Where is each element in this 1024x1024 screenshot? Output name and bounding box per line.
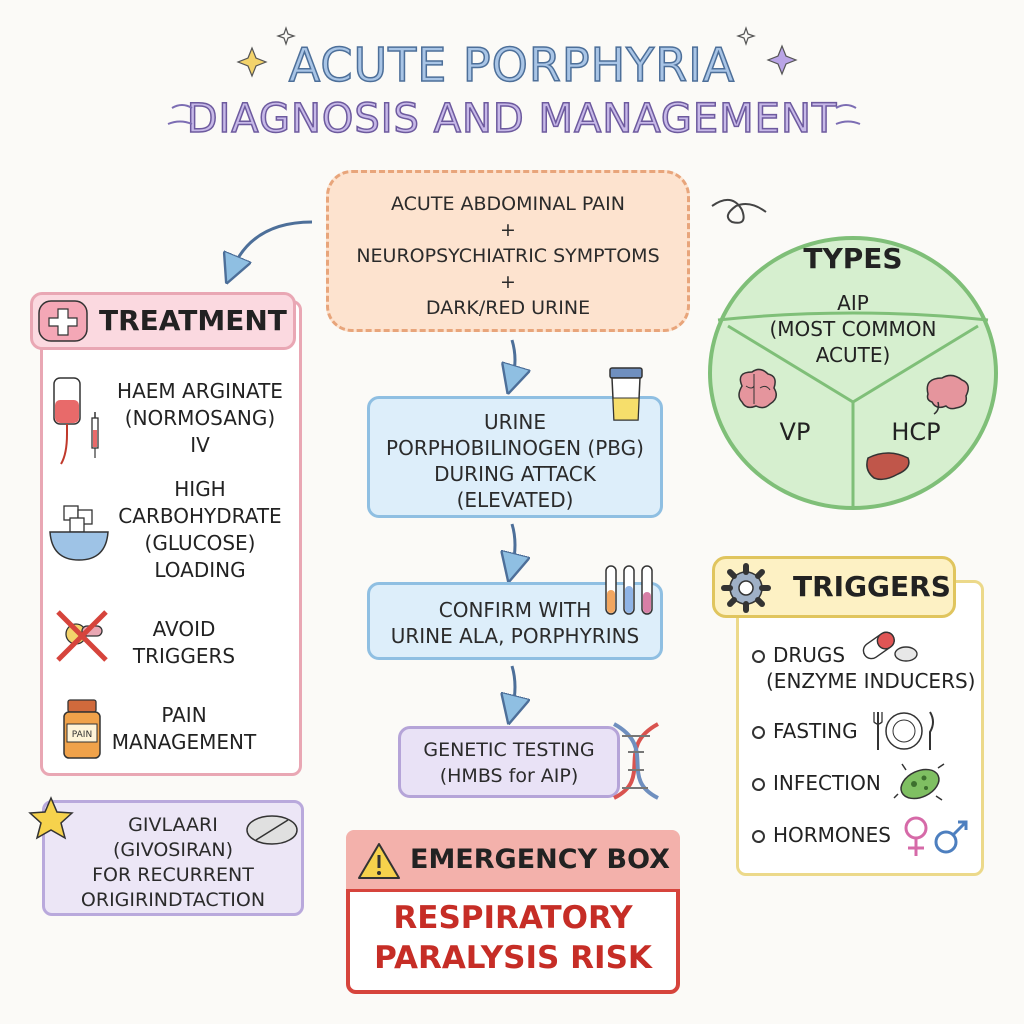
givlaari-line: (GIVOSIRAN) bbox=[112, 839, 234, 861]
sugar-bowl-icon bbox=[49, 505, 109, 561]
genetic-line: (HMBS for AIP) bbox=[439, 765, 579, 787]
emergency-line: PARALYSIS RISK bbox=[374, 940, 652, 976]
title-line-1: ACUTE PORPHYRIA bbox=[288, 37, 736, 93]
givlaari-line: GIVLAARI bbox=[128, 814, 218, 836]
trigger-label: DRUGS bbox=[773, 643, 846, 667]
treatment-line: LOADING bbox=[154, 558, 246, 582]
treatment-item-avoid-triggers: AVOID TRIGGERS bbox=[104, 616, 264, 670]
crossed-out-icon bbox=[56, 610, 108, 662]
symptom-neuropsychiatric: NEUROPSYCHIATRIC SYMPTOMS bbox=[356, 245, 660, 267]
genetic-testing-box: GENETIC TESTING (HMBS for AIP) bbox=[398, 726, 620, 798]
tablet-icon bbox=[246, 815, 298, 845]
arrow-to-treatment bbox=[232, 220, 313, 270]
trigger-item-drugs: DRUGS (ENZYME INDUCERS) bbox=[752, 642, 982, 694]
sparkle-decorations bbox=[167, 26, 861, 125]
type-vp: VP bbox=[779, 418, 811, 446]
medical-cross-icon bbox=[38, 300, 88, 342]
pbg-line: URINE bbox=[483, 410, 547, 434]
trigger-item-infection: INFECTION bbox=[752, 770, 892, 796]
trigger-label: INFECTION bbox=[773, 771, 881, 795]
treatment-line: HAEM ARGINATE bbox=[117, 379, 283, 403]
emergency-heading: EMERGENCY BOX bbox=[346, 830, 680, 892]
dna-icon bbox=[613, 722, 659, 800]
title-line-2: DIAGNOSIS AND MANAGEMENT bbox=[186, 95, 838, 143]
symptom-dark-urine: DARK/RED URINE bbox=[425, 297, 591, 319]
bottle-label: PAIN bbox=[72, 730, 92, 740]
treatment-line: (GLUCOSE) bbox=[144, 531, 256, 555]
emergency-text: RESPIRATORY PARALYSIS RISK bbox=[346, 898, 680, 978]
bacteria-icon bbox=[893, 763, 945, 801]
types-heading: TYPES bbox=[803, 242, 903, 275]
emergency-line: RESPIRATORY bbox=[393, 900, 633, 936]
arrow-pbg-to-confirm bbox=[512, 523, 515, 568]
aip-line: AIP bbox=[837, 291, 869, 315]
givlaari-line: ORIGIRINDTACTION bbox=[80, 889, 266, 911]
trigger-sublabel: (ENZYME INDUCERS) bbox=[766, 669, 976, 693]
treatment-item-carbohydrate: HIGH CARBOHYDRATE (GLUCOSE) LOADING bbox=[104, 476, 296, 584]
treatment-line: PAIN bbox=[161, 703, 207, 727]
gender-symbols-icon bbox=[904, 816, 968, 856]
liver-icon bbox=[866, 452, 910, 481]
pills-icon bbox=[862, 631, 918, 662]
givlaari-box: GIVLAARI (GIVOSIRAN) FOR RECURRENT ORIGI… bbox=[42, 800, 304, 916]
treatment-line: CARBOHYDRATE bbox=[118, 504, 282, 528]
treatment-line: MANAGEMENT bbox=[111, 730, 257, 754]
star-icon bbox=[28, 796, 74, 840]
genetic-line: GENETIC TESTING bbox=[423, 739, 595, 761]
gear-icon bbox=[721, 563, 771, 613]
urine-cup-icon bbox=[609, 367, 643, 421]
confirm-line: CONFIRM WITH bbox=[438, 598, 592, 622]
trigger-label: HORMONES bbox=[773, 823, 891, 847]
treatment-line: TRIGGERS bbox=[132, 644, 236, 668]
treatment-line: IV bbox=[190, 433, 210, 457]
symptoms-box: ACUTE ABDOMINAL PAIN + NEUROPSYCHIATRIC … bbox=[326, 170, 690, 332]
aip-line: (MOST COMMON bbox=[769, 317, 937, 341]
plus-sign: + bbox=[500, 219, 516, 241]
bullet-dot bbox=[752, 650, 765, 663]
bullet-dot bbox=[752, 726, 765, 739]
treatment-line: (NORMOSANG) bbox=[124, 406, 276, 430]
type-hcp: HCP bbox=[891, 418, 941, 446]
confirm-line: URINE ALA, PORPHYRINS bbox=[390, 624, 640, 648]
pbg-line: PORPHOBILINOGEN (PBG) bbox=[386, 436, 644, 460]
pbg-test-box: URINE PORPHOBILINOGEN (PBG) DURING ATTAC… bbox=[367, 396, 663, 518]
aip-line: ACUTE) bbox=[815, 343, 891, 367]
symptom-abdominal-pain: ACUTE ABDOMINAL PAIN bbox=[391, 193, 625, 215]
warning-icon bbox=[358, 843, 400, 879]
brain-icon bbox=[738, 368, 777, 409]
givlaari-line: FOR RECURRENT bbox=[92, 864, 254, 886]
triggers-panel bbox=[736, 580, 984, 876]
plate-cutlery-icon bbox=[873, 711, 934, 750]
plus-sign: + bbox=[500, 271, 516, 293]
type-aip: AIP (MOST COMMON ACUTE) bbox=[744, 290, 962, 368]
trigger-item-fasting: FASTING bbox=[752, 718, 872, 744]
arrow-confirm-to-genetic bbox=[512, 665, 515, 710]
arrow-symptoms-to-pbg bbox=[512, 339, 515, 380]
treatment-line: AVOID bbox=[152, 617, 216, 641]
pill-bottle-icon: PAIN bbox=[63, 699, 101, 759]
pbg-line: (ELEVATED) bbox=[456, 488, 574, 512]
brain-icon bbox=[926, 374, 969, 415]
treatment-line: HIGH bbox=[174, 477, 226, 501]
types-dividers bbox=[717, 311, 989, 506]
bullet-dot bbox=[752, 778, 765, 791]
treatment-item-pain-management: PAIN MANAGEMENT bbox=[104, 702, 264, 756]
test-tubes-icon bbox=[605, 565, 653, 615]
pbg-line: DURING ATTACK bbox=[434, 462, 596, 486]
treatment-item-haem-arginate: HAEM ARGINATE (NORMOSANG) IV bbox=[104, 378, 296, 459]
trigger-item-hormones: HORMONES bbox=[752, 822, 902, 848]
bullet-dot bbox=[752, 830, 765, 843]
iv-bag-icon bbox=[53, 377, 99, 465]
swirl-arrow bbox=[711, 199, 767, 224]
trigger-label: FASTING bbox=[773, 719, 858, 743]
